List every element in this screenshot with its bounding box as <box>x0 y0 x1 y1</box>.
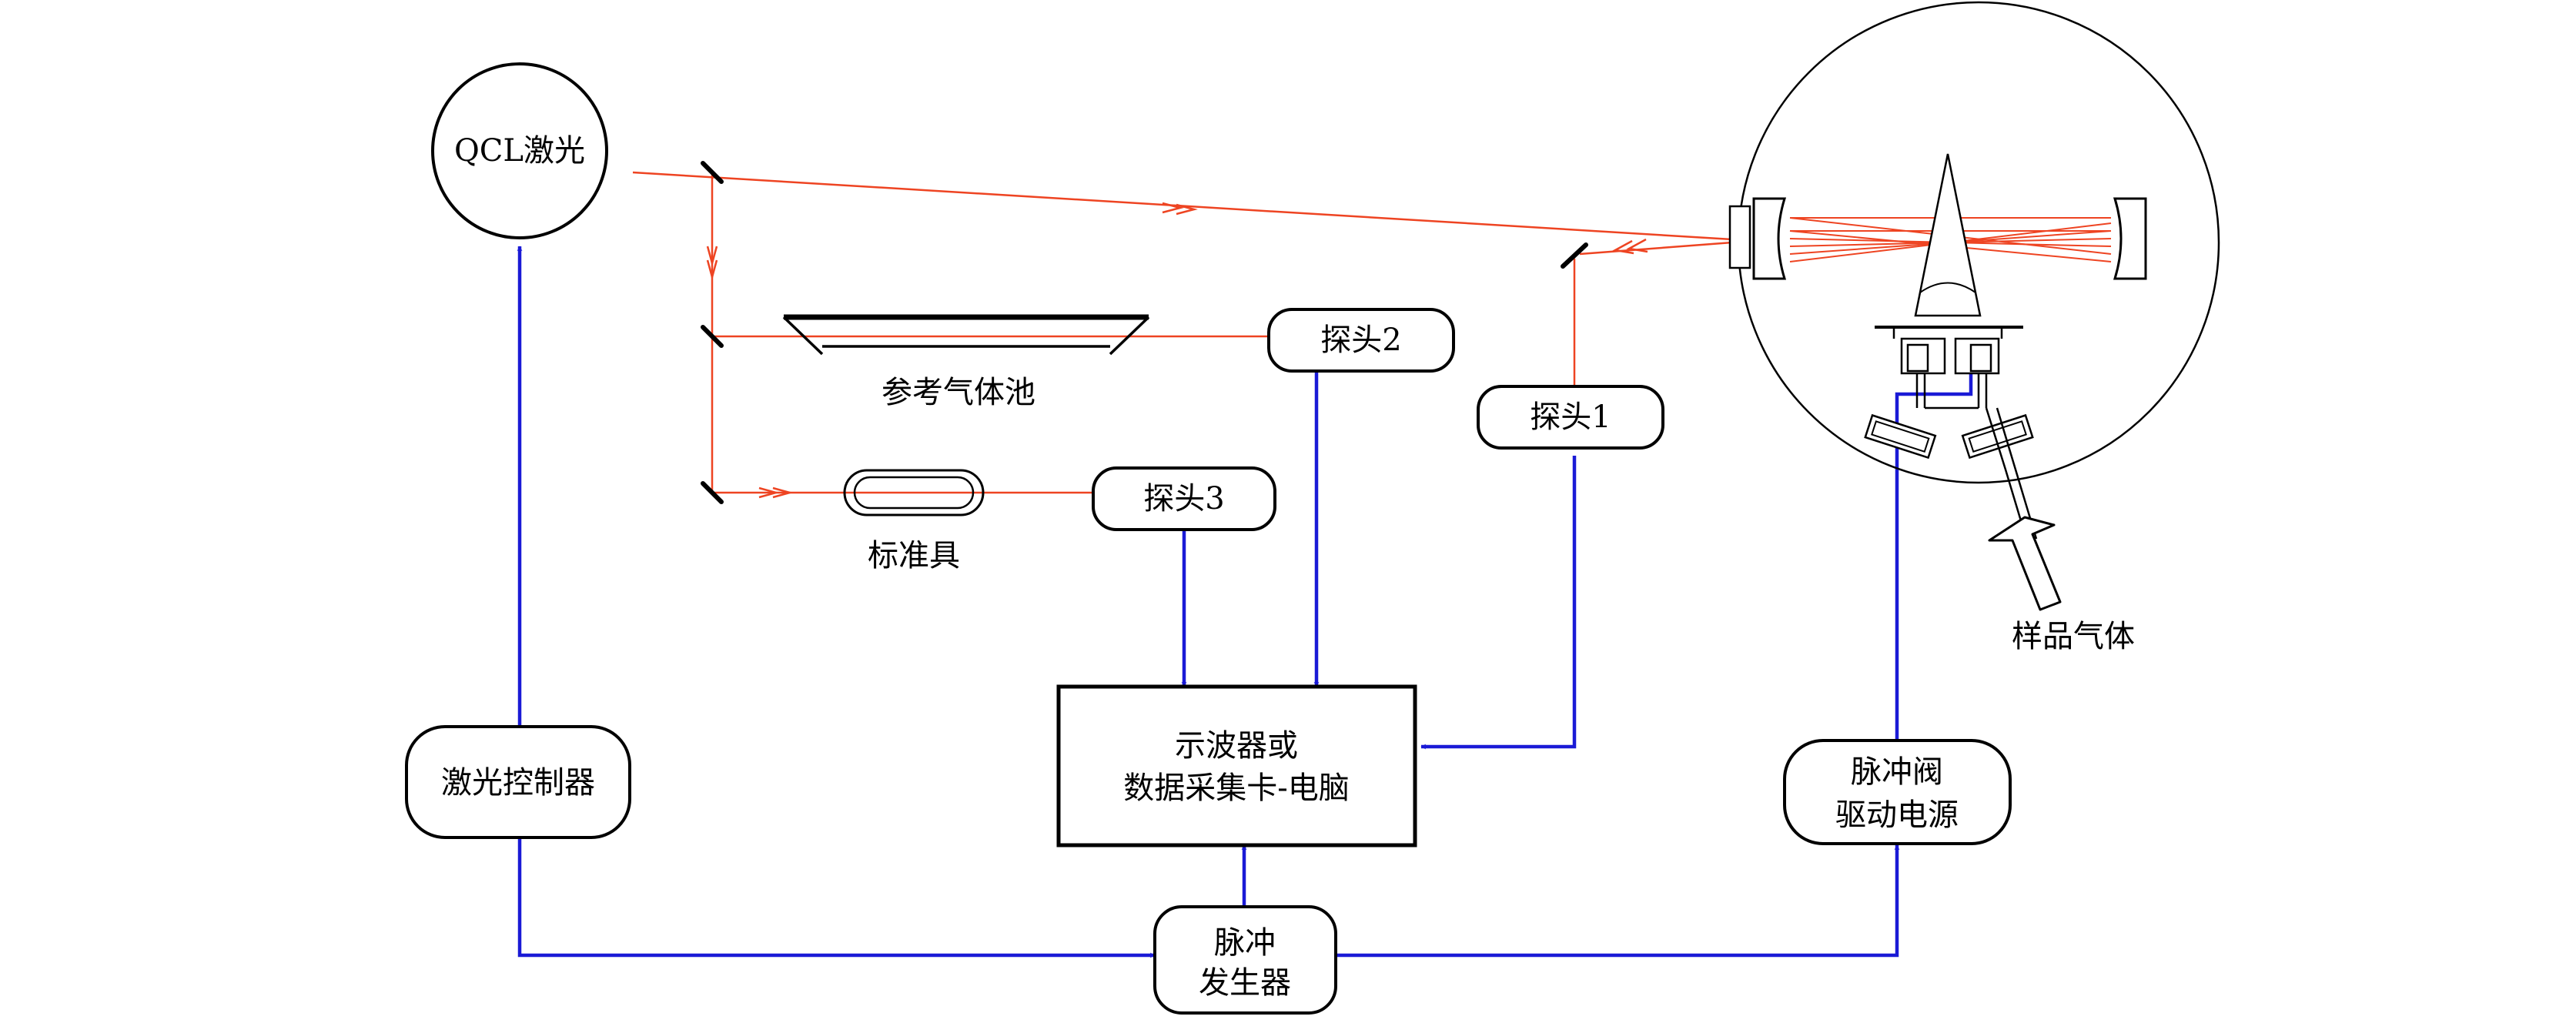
oscilloscope-label-line2: 数据采集卡-电脑 <box>1123 771 1350 806</box>
pulse-valve-driver: 脉冲阀 驱动电源 <box>1783 739 2012 845</box>
controller-to-pulse-wire <box>517 837 1156 958</box>
cavity-mirror-right <box>2113 197 2147 280</box>
qcl-laser-label: QCL激光 <box>454 133 585 169</box>
valve-driver-label-line2: 驱动电源 <box>1835 797 1959 833</box>
valve-driver-label-line1: 脉冲阀 <box>1851 754 1943 790</box>
feedthrough-right <box>1961 413 2034 460</box>
laser-controller: 激光控制器 <box>405 725 631 839</box>
detector-3-label: 探头3 <box>1143 481 1224 517</box>
qcl-laser: QCL激光 <box>431 62 608 239</box>
detector-1: 探头1 <box>1477 385 1664 450</box>
mirrors <box>701 161 1588 504</box>
vacuum-chamber <box>1728 1 2220 540</box>
gas-inlet-tube <box>1985 407 2028 540</box>
detector1-wire <box>1420 456 1577 750</box>
detector-1-label: 探头1 <box>1530 400 1611 435</box>
sample-gas-arrow: 样品气体 <box>1988 516 2135 654</box>
laser-controller-label: 激光控制器 <box>441 765 595 801</box>
beam-arrow <box>758 486 794 499</box>
etalon-label: 标准具 <box>868 538 960 573</box>
signal-wires <box>517 246 1973 958</box>
chamber-window <box>1728 205 1751 269</box>
reference-gas-cell: 参考气体池 <box>782 314 1150 410</box>
detector-2-label: 探头2 <box>1320 323 1401 358</box>
etalon: 标准具 <box>843 469 985 573</box>
mirror-3 <box>701 481 724 504</box>
pulse-valve <box>1875 326 2023 410</box>
sample-gas-label: 样品气体 <box>2012 619 2135 654</box>
return-beam <box>1579 241 1733 256</box>
beam-arrow <box>1612 238 1648 255</box>
beam-arrow <box>706 246 718 281</box>
pulse-generator-label-line2: 发生器 <box>1199 965 1291 1001</box>
detector-2: 探头2 <box>1267 308 1455 373</box>
cavity-mirror-left <box>1752 197 1787 280</box>
pulse-to-valve-wire <box>1336 844 1900 958</box>
oscilloscope-daq: 示波器或 数据采集卡-电脑 <box>1056 684 1417 847</box>
pulse-generator: 脉冲 发生器 <box>1153 905 1337 1015</box>
mirror-detector1 <box>1561 242 1588 269</box>
nozzle-jet-cone <box>1914 153 1982 317</box>
oscilloscope-label-line1: 示波器或 <box>1175 728 1298 764</box>
feedthrough-left <box>1864 413 1937 460</box>
beam-splitter-2 <box>701 325 724 348</box>
beam-splitter-1 <box>701 161 724 184</box>
beam-arrow <box>1162 202 1198 216</box>
reference-cell-label: 参考气体池 <box>882 375 1035 410</box>
pulse-generator-label-line1: 脉冲 <box>1214 925 1276 961</box>
valve-driver-wire <box>1895 362 1973 741</box>
detector-3: 探头3 <box>1092 466 1276 531</box>
